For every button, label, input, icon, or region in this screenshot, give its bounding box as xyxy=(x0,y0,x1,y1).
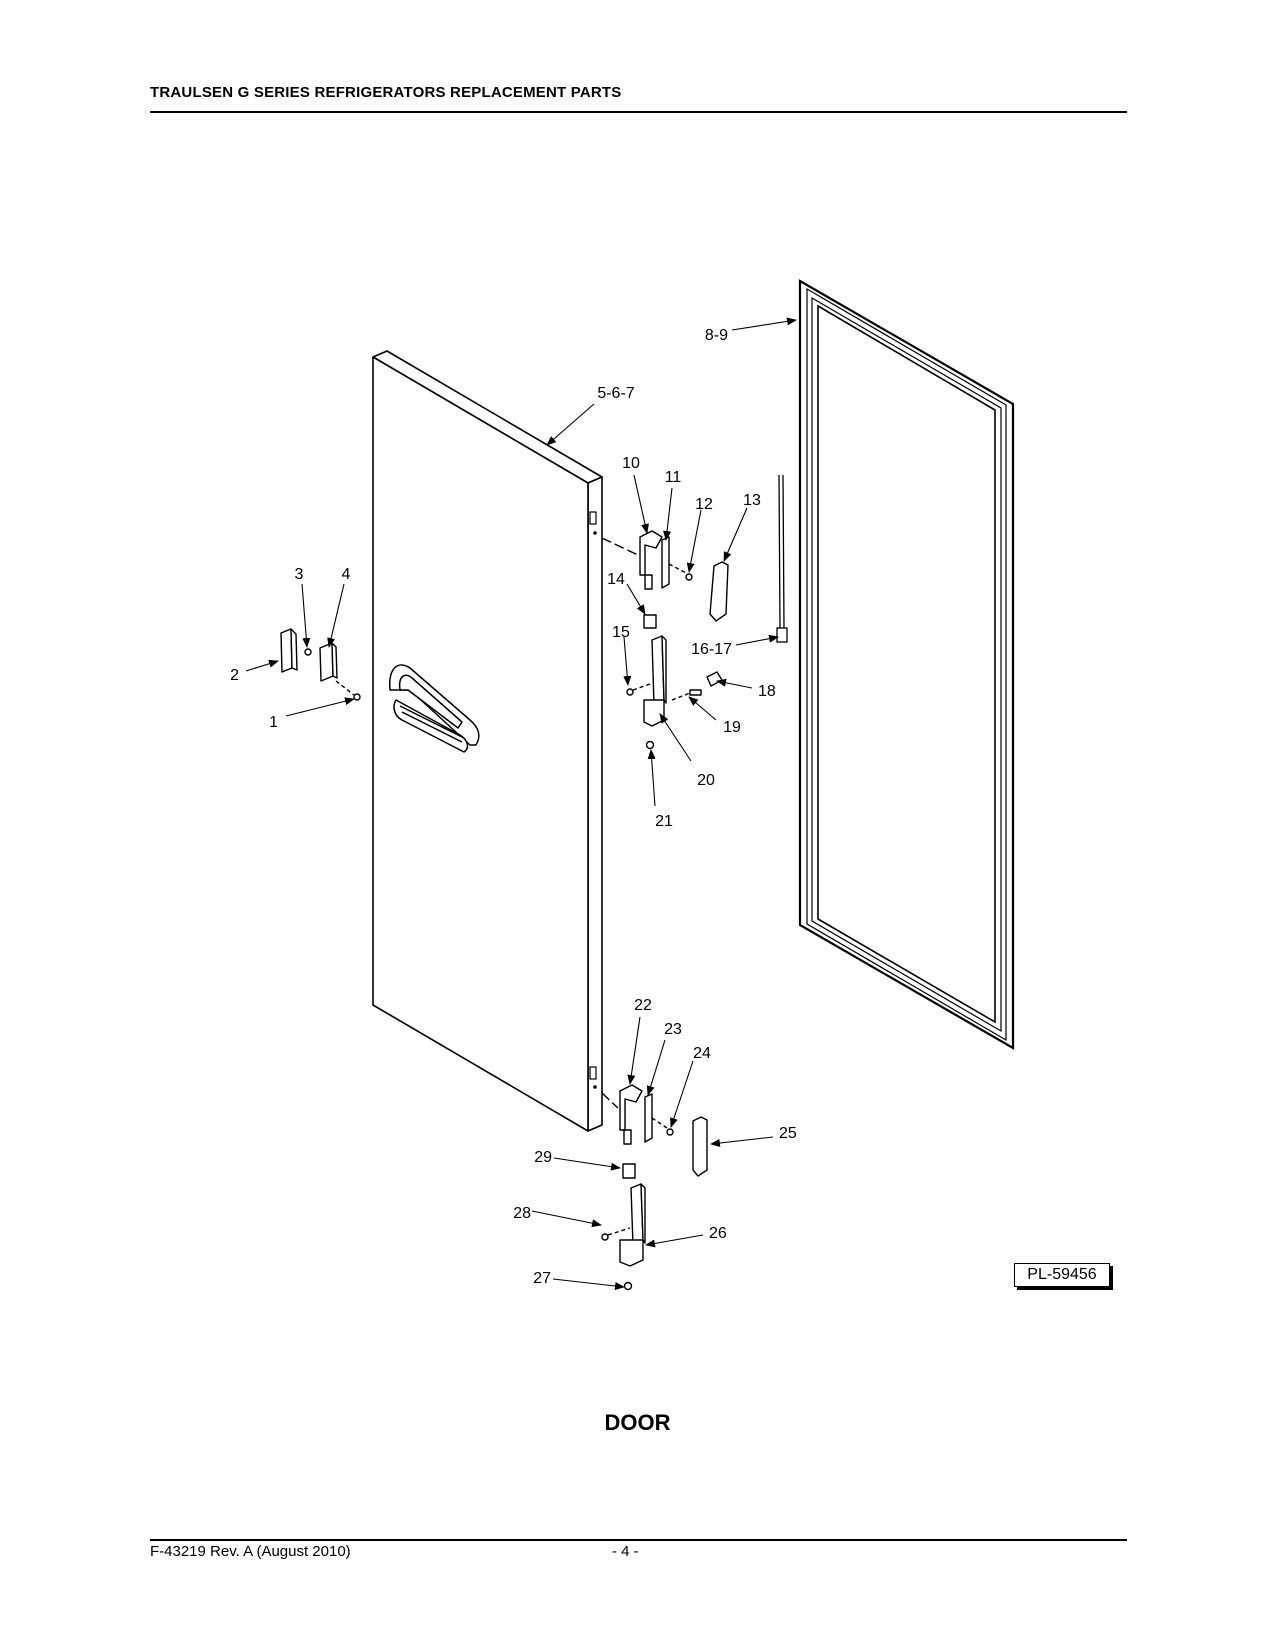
callout-5-6-7: 5-6-7 xyxy=(597,385,634,402)
callout-12: 12 xyxy=(695,496,713,513)
callout-18: 18 xyxy=(758,683,776,700)
door-edge-holes xyxy=(593,531,597,1089)
callout-1: 1 xyxy=(269,714,278,731)
section-title: DOOR xyxy=(604,1410,671,1435)
callout-19: 19 xyxy=(723,719,741,736)
callout-20: 20 xyxy=(697,772,715,789)
callout-4: 4 xyxy=(342,566,351,583)
callout-13: 13 xyxy=(743,492,761,509)
callout-14: 14 xyxy=(607,571,625,588)
callout-11: 11 xyxy=(665,469,682,486)
callout-3: 3 xyxy=(295,566,304,583)
top-hinge-assembly xyxy=(601,530,729,750)
callout-2: 2 xyxy=(230,667,239,684)
leader-lines xyxy=(245,317,797,1290)
callout-21: 21 xyxy=(655,813,673,830)
callout-27: 27 xyxy=(533,1270,551,1287)
footer-document-number: F-43219 Rev. A (August 2010) xyxy=(150,1543,351,1560)
page-header-title: TRAULSEN G SERIES REFRIGERATORS REPLACEM… xyxy=(150,84,622,101)
callout-25: 25 xyxy=(779,1125,797,1142)
heater-wire xyxy=(776,474,788,643)
callout-26: 26 xyxy=(709,1225,727,1242)
strike-hardware xyxy=(280,628,361,701)
door-hinge-mount-top xyxy=(589,511,597,1080)
callout-8-9: 8-9 xyxy=(705,327,728,344)
callout-23: 23 xyxy=(664,1021,682,1038)
callout-28: 28 xyxy=(513,1205,531,1222)
callout-labels: 1 2 3 4 5-6-7 8-9 10 11 12 13 14 15 16-1… xyxy=(230,327,797,1287)
drawing-id-box: PL-59456 xyxy=(1014,1263,1110,1287)
callout-16-17: 16-17 xyxy=(691,641,732,658)
callout-10: 10 xyxy=(622,455,640,472)
header-rule xyxy=(150,111,1127,113)
footer-page-number: - 4 - xyxy=(612,1543,639,1560)
callout-29: 29 xyxy=(534,1149,552,1166)
door-gasket xyxy=(798,279,1015,1050)
door-panel xyxy=(372,350,603,1132)
callout-15: 15 xyxy=(612,624,630,641)
footer-rule xyxy=(150,1539,1127,1541)
bottom-hinge-assembly xyxy=(601,1084,708,1291)
callout-22: 22 xyxy=(634,997,652,1014)
door-handle xyxy=(389,664,480,753)
callout-24: 24 xyxy=(693,1045,711,1062)
